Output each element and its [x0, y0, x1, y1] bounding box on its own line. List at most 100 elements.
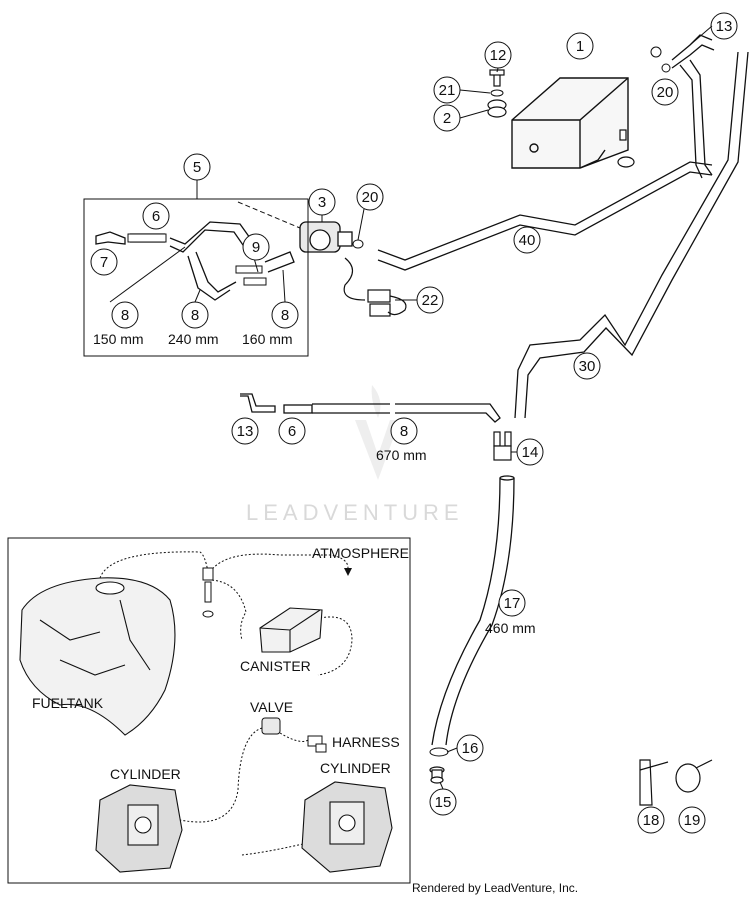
callout-22: 22	[416, 286, 444, 314]
cylinder-left-illustration	[95, 784, 183, 873]
callouts: 1 12 21 2 13 20 5 3 20 40 22 6 7 9 8 8 8…	[90, 12, 738, 834]
callout-21: 21	[433, 76, 461, 104]
watermark-text: LEADVENTURE	[246, 500, 464, 525]
label-fueltank: FUELTANK	[32, 695, 104, 711]
drain-fitting-15	[429, 766, 445, 784]
label-atmosphere: ATMOSPHERE	[312, 545, 409, 561]
inset-canister	[259, 607, 323, 653]
svg-text:13: 13	[716, 18, 733, 35]
kit-box-5	[83, 198, 309, 357]
svg-text:40: 40	[519, 232, 536, 249]
inset-valve	[261, 717, 281, 735]
size-label-460: 460 mm	[485, 620, 536, 636]
clamp-20-top	[650, 46, 671, 73]
schematic-lines	[99, 551, 353, 856]
callout-7: 7	[90, 248, 118, 276]
size-label-160: 160 mm	[242, 331, 293, 347]
callout-13-top: 13	[710, 12, 738, 40]
callout-6-mid: 6	[278, 417, 306, 445]
svg-text:16: 16	[462, 740, 479, 757]
callout-40: 40	[513, 226, 541, 254]
callout-8-150: 8	[111, 301, 139, 329]
label-canister: CANISTER	[240, 658, 311, 674]
callout-12: 12	[484, 41, 512, 69]
svg-text:5: 5	[193, 159, 201, 176]
svg-text:6: 6	[152, 208, 160, 225]
inset-harness	[307, 735, 327, 753]
schematic-frame	[7, 537, 411, 884]
harness-22	[343, 257, 407, 317]
label-harness: HARNESS	[332, 734, 400, 750]
callout-8-240: 8	[181, 301, 209, 329]
cylinder-right-illustration	[301, 781, 393, 873]
callout-9: 9	[242, 233, 270, 261]
svg-text:3: 3	[318, 194, 326, 211]
callout-18: 18	[637, 806, 665, 834]
label-cylinder-left: CYLINDER	[110, 766, 181, 782]
callout-5: 5	[183, 153, 211, 181]
hose-30	[514, 51, 749, 419]
svg-text:14: 14	[522, 444, 539, 461]
callout-30: 30	[573, 352, 601, 380]
svg-text:19: 19	[684, 812, 701, 829]
fueltank-illustration	[19, 577, 176, 736]
callout-1: 1	[566, 32, 594, 60]
cable-tie-19	[675, 759, 713, 793]
callout-6-box: 6	[142, 202, 170, 230]
canister-bracket-parts	[617, 129, 635, 168]
callout-3: 3	[308, 188, 336, 216]
size-label-240: 240 mm	[168, 331, 219, 347]
hose-row-670	[240, 393, 501, 423]
svg-text:22: 22	[422, 292, 439, 309]
washer-21	[490, 89, 504, 97]
svg-text:9: 9	[252, 239, 260, 256]
callout-20-top: 20	[651, 78, 679, 106]
kit-hoses	[95, 221, 295, 301]
svg-text:8: 8	[121, 307, 129, 324]
callout-19: 19	[678, 806, 706, 834]
rollover-valve	[202, 567, 214, 618]
svg-text:18: 18	[643, 812, 660, 829]
hose-top-right	[679, 59, 713, 179]
callout-17: 17	[498, 589, 526, 617]
svg-text:8: 8	[191, 307, 199, 324]
hose-40	[377, 161, 713, 271]
leader-lines	[196, 25, 713, 790]
watermark-logo	[355, 385, 400, 480]
callout-2: 2	[433, 104, 461, 132]
callout-8-670: 8	[390, 417, 418, 445]
size-label-150: 150 mm	[93, 331, 144, 347]
svg-text:8: 8	[400, 423, 408, 440]
clamp-20-valve	[352, 239, 364, 249]
svg-text:12: 12	[490, 47, 507, 64]
svg-text:21: 21	[439, 82, 456, 99]
svg-text:15: 15	[435, 794, 452, 811]
callout-15: 15	[429, 788, 457, 816]
label-valve: VALVE	[250, 699, 293, 715]
strap-18	[639, 759, 669, 806]
rubber-mount-2	[487, 99, 507, 118]
svg-text:30: 30	[579, 358, 596, 375]
footer-credit: Rendered by LeadVenture, Inc.	[412, 881, 578, 895]
callout-16: 16	[456, 734, 484, 762]
screw-12	[489, 69, 505, 87]
svg-text:6: 6	[288, 423, 296, 440]
svg-text:8: 8	[281, 307, 289, 324]
hose-13-top	[671, 34, 715, 69]
label-cylinder-right: CYLINDER	[320, 760, 391, 776]
callout-8-160: 8	[271, 301, 299, 329]
callout-20-valve: 20	[356, 183, 384, 211]
canister-part	[511, 77, 629, 169]
connector-14	[493, 431, 512, 461]
svg-text:1: 1	[576, 38, 584, 55]
hose-17	[431, 475, 515, 746]
svg-text:7: 7	[100, 254, 108, 271]
callout-14: 14	[516, 438, 544, 466]
svg-text:2: 2	[443, 110, 451, 127]
clamp-16	[429, 747, 449, 757]
svg-text:17: 17	[504, 595, 521, 612]
svg-text:20: 20	[657, 84, 674, 101]
purge-valve	[299, 221, 353, 253]
